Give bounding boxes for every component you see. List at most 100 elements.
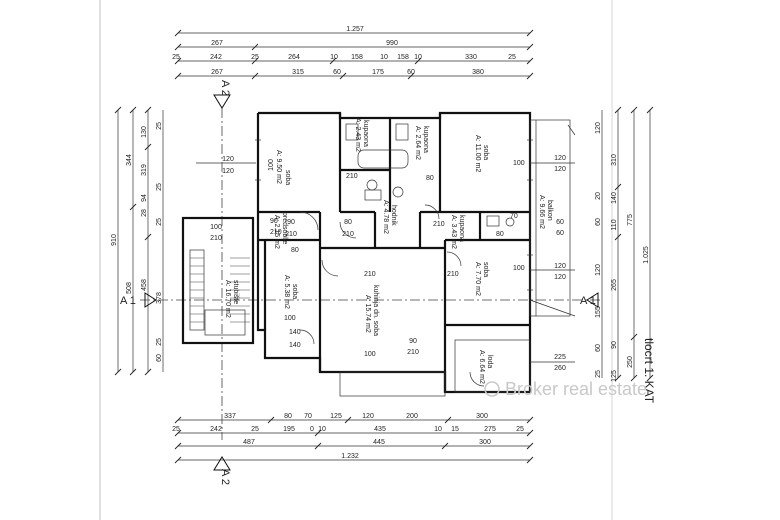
dim-top: 315 xyxy=(292,69,304,76)
opening-dim: 90 xyxy=(409,338,417,345)
opening-dim: 100 xyxy=(364,351,376,358)
dim-top: 10 xyxy=(380,54,388,61)
dim-right: 265 xyxy=(611,279,618,291)
opening-dim: 140 xyxy=(289,329,301,336)
watermark-logo-icon xyxy=(484,381,500,397)
dim-right: 250 xyxy=(627,356,634,368)
section-a2-bottom-arrow xyxy=(213,456,231,471)
room-area: A: 11.00 m2 xyxy=(474,135,481,172)
room-area: A: 16.70 m2 xyxy=(224,280,231,318)
opening-dim: 225 xyxy=(554,354,566,361)
dim-right: 125 xyxy=(611,370,618,382)
section-a2-top-arrow xyxy=(213,94,231,109)
dim-top-total: 1.257 xyxy=(346,26,364,33)
dim-top: 242 xyxy=(210,54,222,61)
top-dimension-chains: 1.257 267 990 25 242 25 264 10 158 10 15… xyxy=(172,26,534,80)
dim-right: 90 xyxy=(611,341,618,349)
opening-dim: 80 xyxy=(426,175,434,182)
room-name: kupaona xyxy=(458,215,465,242)
opening-dim: 70 xyxy=(510,213,518,220)
room-name: kupaona xyxy=(362,120,369,147)
room-area: A: 15.74 m2 xyxy=(364,295,371,333)
dim-bottom: 300 xyxy=(476,413,488,420)
section-label-a2-bottom: A 2 xyxy=(219,469,231,485)
dim-left: 25 xyxy=(156,122,163,130)
room-area: A: 2.43 m2 xyxy=(354,118,361,152)
opening-dim: 210 xyxy=(364,271,376,278)
dim-bottom: 0 xyxy=(310,426,314,433)
dim-bottom: 445 xyxy=(373,439,385,446)
dim-bottom: 125 xyxy=(330,413,342,420)
dim-left: 378 xyxy=(156,292,163,304)
opening-dim: 210 xyxy=(447,271,459,278)
dim-right: 110 xyxy=(611,219,618,230)
dim-top: 158 xyxy=(351,54,363,61)
dim-bottom: 80 xyxy=(284,413,292,420)
opening-dim: 80 xyxy=(344,219,352,226)
dim-top: 380 xyxy=(472,69,484,76)
dim-bottom: 300 xyxy=(479,439,491,446)
watermark-text: Broker real estate xyxy=(505,379,647,399)
dim-top: 10 xyxy=(414,54,422,61)
room-name: predsoblje xyxy=(281,212,288,244)
dim-bottom: 10 xyxy=(318,426,326,433)
bottom-dimension-chains: 337 80 70 125 120 200 300 25 242 25 195 … xyxy=(172,413,534,464)
opening-dim: 210 xyxy=(407,349,419,356)
dim-right: 140 xyxy=(611,192,618,204)
dim-right: 60 xyxy=(595,344,602,352)
dim-top: 25 xyxy=(172,54,180,61)
opening-dim: 140 xyxy=(289,342,301,349)
dim-top: 25 xyxy=(508,54,516,61)
dim-top: 158 xyxy=(397,54,409,61)
room-area: A: 6.64 m2 xyxy=(478,350,485,384)
dim-top: 60 xyxy=(407,69,415,76)
opening-dim: 100 xyxy=(284,315,296,322)
opening-dim: 80 xyxy=(291,247,299,254)
drawing-title: tlocrt 1. KAT xyxy=(642,338,656,404)
opening-dim: 260 xyxy=(554,365,566,372)
opening-dim: 100 xyxy=(268,159,275,171)
room-name: hodnik xyxy=(390,205,397,226)
opening-dim: 120 xyxy=(554,274,566,281)
opening-dim: 80 xyxy=(496,231,504,238)
dim-bottom: 10 xyxy=(434,426,442,433)
dim-right: 25 xyxy=(595,370,602,378)
dim-right: 155 xyxy=(595,306,602,318)
dim-left: 458 xyxy=(141,279,148,291)
dim-left: 94 xyxy=(141,194,148,202)
dim-top: 25 xyxy=(251,54,259,61)
dim-bottom: 195 xyxy=(283,426,295,433)
opening-dim: 210 xyxy=(285,231,297,238)
room-area: A: 2.64 m2 xyxy=(414,126,421,160)
dim-left: 344 xyxy=(126,154,133,166)
dim-top: 60 xyxy=(333,69,341,76)
room-area: A: 3.43 m2 xyxy=(450,215,457,249)
room-name: soba xyxy=(482,262,489,277)
room-name: soba xyxy=(284,170,291,185)
section-lines: A 2 A 2 A 1 A 1 xyxy=(120,80,600,485)
opening-dimensions: 120 120 100 90 210 80 210 120 120 60 60 … xyxy=(196,155,575,372)
room-name: kupaona xyxy=(422,126,429,153)
dim-right: 120 xyxy=(595,264,602,276)
room-area: A: 2.15 m2 xyxy=(273,215,280,249)
dim-bottom: 70 xyxy=(304,413,312,420)
dim-right: 120 xyxy=(595,122,602,134)
dim-right: 310 xyxy=(611,154,618,166)
dim-bottom: 25 xyxy=(516,426,524,433)
dim-left: 25 xyxy=(156,183,163,191)
dim-left: 508 xyxy=(126,282,133,294)
dim-top: 175 xyxy=(372,69,384,76)
dim-left-total: 910 xyxy=(111,234,118,246)
dim-right-total: 1.025 xyxy=(643,246,650,264)
opening-dim: 60 xyxy=(556,219,564,226)
dim-bottom: 200 xyxy=(406,413,418,420)
dim-left: 319 xyxy=(141,164,148,176)
opening-dim: 60 xyxy=(556,230,564,237)
dim-bottom: 242 xyxy=(210,426,222,433)
dim-right: 20 xyxy=(595,192,602,200)
section-a1-right-arrow xyxy=(586,292,599,308)
section-a1-left-arrow xyxy=(144,292,157,308)
room-name: stubište xyxy=(232,280,239,304)
opening-dim: 210 xyxy=(433,221,445,228)
opening-dim: 210 xyxy=(270,229,282,236)
